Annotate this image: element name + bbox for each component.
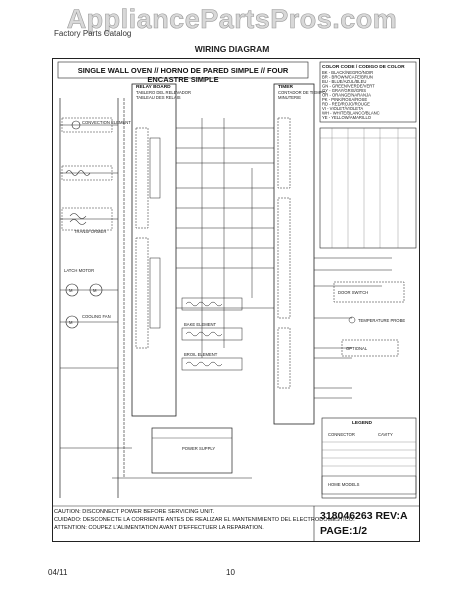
temp-sensor-label: TEMPERATURE PROBE xyxy=(358,318,405,323)
caution-en: CAUTION: DISCONNECT POWER BEFORE SERVICI… xyxy=(54,509,215,515)
relay-board-label-es: TABLERO DEL RELEVADOR xyxy=(136,90,191,95)
legend-connector-label: CONNECTOR xyxy=(328,432,355,437)
caution-es: CUIDADO: DESCONECTE LA CORRIENTE ANTES D… xyxy=(54,517,355,523)
relay-board-label-fr: TABLEAU DES RELAIS xyxy=(136,95,181,100)
color-code-entry: BK - BLACK/NEGRO/NOIR xyxy=(322,70,373,75)
convection-element-icon xyxy=(185,301,223,307)
power-supply-box xyxy=(151,427,233,474)
timer-label-es: CONTADOR DE TIEMPO xyxy=(278,90,327,95)
color-code-entry: GN - GREEN/VERDE/VERT xyxy=(322,84,375,89)
relay-board xyxy=(131,83,177,417)
page-subtitle: WIRING DIAGRAM xyxy=(194,44,270,54)
power-supply-label: POWER SUPPLY xyxy=(182,446,215,451)
timer-label-fr: MINUTERIE xyxy=(278,95,301,100)
latch-motor-label: LATCH MOTOR xyxy=(64,268,94,273)
color-code-entry: BU - BLUE/AZUL/BLEU xyxy=(322,79,366,84)
transformer-icon xyxy=(69,213,87,219)
home-models-label: HOME MODELS xyxy=(328,482,360,487)
diagram-frame xyxy=(52,58,420,542)
temperature-probe-icon xyxy=(348,316,356,324)
svg-text:M: M xyxy=(69,320,73,325)
cycle-table xyxy=(319,127,417,249)
color-code-entry: WH - WHITE/BLANCO/BLANC xyxy=(322,111,380,116)
legend-cavity-label: CAVITY xyxy=(378,432,393,437)
watermark-logo: AppliancePartsPros.com xyxy=(66,4,398,35)
color-code-entry: BR - BROWN/CAFE/BRUN xyxy=(322,75,373,80)
color-code-entry: GY - GRAY/GRIS/GRIS xyxy=(322,88,366,93)
color-code-entry: VI - VIOLET/VIOLETA xyxy=(322,106,363,111)
color-code-entry: PK - PINK/ROSA/ROSE xyxy=(322,97,367,102)
broil-element-icon xyxy=(185,361,223,367)
svg-text:M: M xyxy=(69,288,73,293)
timer-board xyxy=(273,83,315,425)
color-code-entry: OR - ORANGE/NARANJA xyxy=(322,93,371,98)
wiring-diagram: CONVECTION ELEMENT TRANSFORMER M LATCH M… xyxy=(52,61,420,542)
door-switch-label: DOOR SWITCH xyxy=(338,290,368,295)
footer-date: 04/11 xyxy=(48,568,68,577)
page-indicator: PAGE:1/2 xyxy=(320,525,368,537)
convection-heater-label: CONVECTION ELEMENT xyxy=(82,120,131,125)
broil-element-label: BROIL ELEMENT xyxy=(184,352,218,357)
bake-element-label: BAKE ELEMENT xyxy=(184,322,217,327)
legend-label: LEGEND xyxy=(352,420,373,426)
transformer-label: TRANSFORMER xyxy=(74,229,106,234)
doc-title: Factory Parts Catalog xyxy=(54,29,132,38)
relay-board-label: RELAY BOARD xyxy=(136,84,171,90)
bake-element-icon xyxy=(185,331,223,337)
cooling-fan-label: COOLING FAN xyxy=(82,314,111,319)
caution-fr: ATTENTION: COUPEZ L'ALIMENTATION AVANT D… xyxy=(54,525,264,531)
diagram-banner: SINGLE WALL OVEN // HORNO DE PARED SIMPL… xyxy=(77,66,289,84)
timer-label: TIMER xyxy=(278,84,293,90)
color-code-entry: RD - RED/ROJO/ROUGE xyxy=(322,102,370,107)
color-code-title: COLOR CODE / CODIGO DE COLOR xyxy=(322,64,405,70)
optional-label: OPTIONAL xyxy=(346,346,368,351)
color-code-table xyxy=(319,61,417,123)
svg-text:M: M xyxy=(93,288,97,293)
color-code-entry: YE - YELLOW/AMARILLO xyxy=(322,115,372,120)
document-number: 318046263 REV:A xyxy=(320,510,408,522)
footer-page-number: 10 xyxy=(226,568,235,577)
